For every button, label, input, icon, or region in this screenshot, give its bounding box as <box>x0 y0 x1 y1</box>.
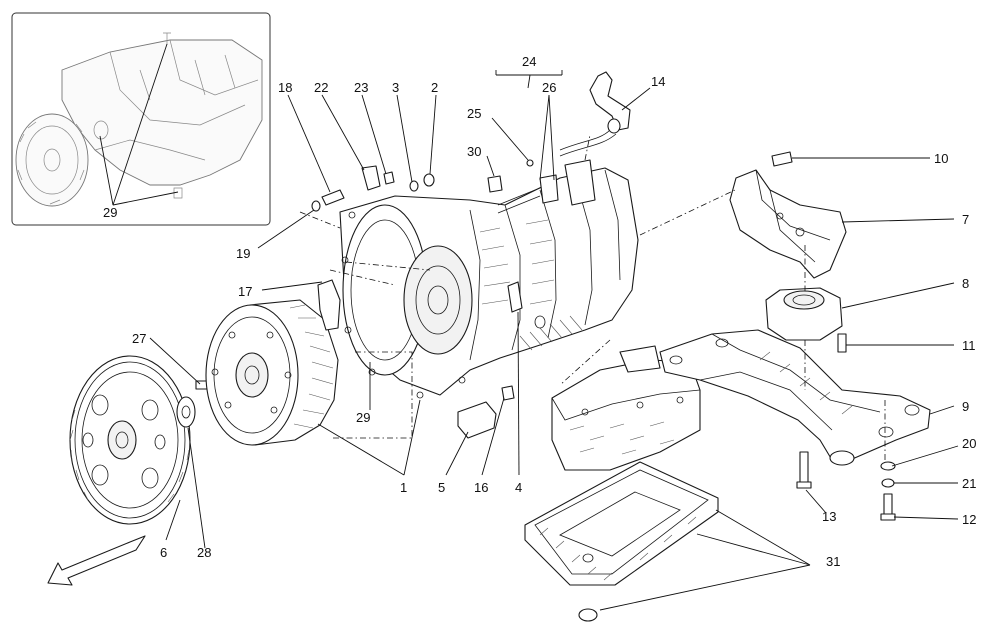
oil-pipe-14 <box>559 71 631 157</box>
callout-10: 10 <box>934 151 948 166</box>
washer-21 <box>881 478 895 488</box>
direction-arrow <box>47 535 146 586</box>
callout-28: 28 <box>197 545 211 560</box>
valve-body <box>551 345 701 471</box>
callout-21: 21 <box>962 476 976 491</box>
plug-29-top <box>487 175 503 193</box>
callout-4: 4 <box>515 480 522 495</box>
callout-26: 26 <box>542 80 556 95</box>
washer-3 <box>409 180 419 192</box>
callout-2: 2 <box>431 80 438 95</box>
drain-plug-29 <box>578 608 598 622</box>
callout-3: 3 <box>392 80 399 95</box>
nut-2 <box>423 173 435 187</box>
callout-5: 5 <box>438 480 445 495</box>
callout-11: 11 <box>962 338 976 353</box>
callout-31: 29 <box>356 410 370 425</box>
callout-labels: 18 22 23 3 2 24 25 26 30 14 10 7 8 11 9 … <box>132 54 976 569</box>
callout-1: 1 <box>400 480 407 495</box>
callout-14: 14 <box>651 74 665 89</box>
gearbox-housing <box>339 159 639 399</box>
callout-27: 27 <box>132 331 146 346</box>
oil-pan <box>524 461 719 586</box>
rubber-mount-8 <box>765 287 843 341</box>
leader-lines <box>149 70 959 611</box>
bolt-10 <box>771 151 793 167</box>
torque-converter <box>205 299 339 446</box>
callout-6: 6 <box>160 545 167 560</box>
bolt-16 <box>501 385 515 401</box>
bolt-18 <box>321 189 345 206</box>
callout-29-bottom: 31 <box>826 554 840 569</box>
callout-29-top: 30 <box>467 144 481 159</box>
bracket-17 <box>317 279 341 331</box>
screw-25 <box>526 159 534 167</box>
callout-25: 25 <box>467 106 481 121</box>
callout-17: 17 <box>238 284 252 299</box>
callout-20: 20 <box>962 436 976 451</box>
assembly-lines <box>299 134 886 462</box>
callout-19: 19 <box>236 246 250 261</box>
flywheel <box>69 355 191 525</box>
callout-12: 12 <box>962 512 976 527</box>
callout-24: 24 <box>522 54 536 69</box>
sensor-4 <box>507 281 546 329</box>
flex-plate <box>176 396 196 428</box>
callout-22: 22 <box>314 80 328 95</box>
fastener-22 <box>361 165 381 191</box>
bolt-11 <box>837 333 847 353</box>
callout-8: 8 <box>962 276 969 291</box>
callout-23: 23 <box>354 80 368 95</box>
callout-13: 13 <box>822 509 836 524</box>
callout-30: 29 <box>103 205 117 220</box>
pad-5 <box>457 401 497 439</box>
callout-7: 7 <box>962 212 969 227</box>
mount-bracket-7 <box>729 169 847 279</box>
washer-20 <box>880 461 896 471</box>
callout-18: 18 <box>278 80 292 95</box>
callout-9: 9 <box>962 399 969 414</box>
bolt-23 <box>383 171 395 185</box>
bolt-13 <box>796 451 812 489</box>
bolt-12 <box>880 493 896 521</box>
inset-view: 29 <box>11 12 271 226</box>
washer-19 <box>311 200 321 212</box>
callout-16: 16 <box>474 480 488 495</box>
